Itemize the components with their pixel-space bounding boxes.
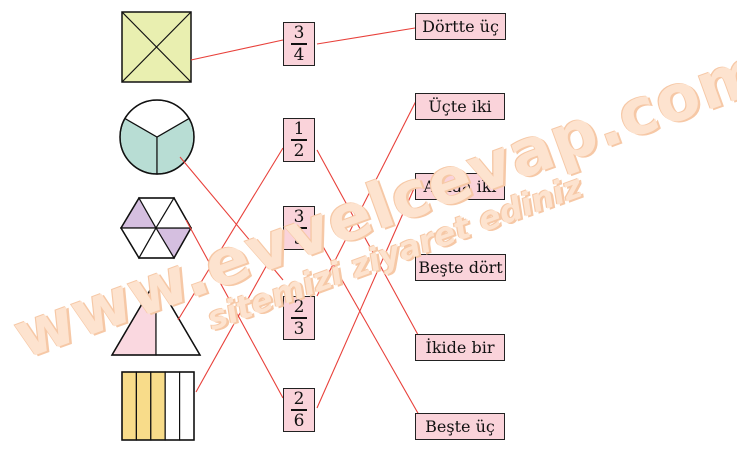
fraction-numerator: 3 xyxy=(293,207,305,228)
fraction-box-2-6: 2 6 xyxy=(283,388,315,432)
shape-rectangle-fifths xyxy=(121,371,195,441)
fraction-numerator: 2 xyxy=(293,389,305,410)
connector-3-5-to-beste-uc xyxy=(316,235,424,423)
connector-lines xyxy=(177,27,424,423)
fraction-box-3-4: 3 4 xyxy=(283,22,315,66)
shape-square-shaded xyxy=(121,11,192,83)
connector-triangle-to-1-2 xyxy=(177,147,284,321)
fraction-bar xyxy=(291,43,307,45)
fraction-box-3-5: 3 5 xyxy=(283,206,315,250)
fraction-denominator: 4 xyxy=(293,44,305,65)
connector-circle-to-2-3 xyxy=(179,156,284,281)
shape-triangle-halves xyxy=(110,277,202,356)
shape-hexagon-sixths xyxy=(119,196,193,260)
fraction-box-2-3: 2 3 xyxy=(283,296,315,340)
connector-rectangle-to-3-5 xyxy=(195,235,284,393)
word-box-ucte-iki: Üçte iki xyxy=(415,93,505,120)
fraction-bar xyxy=(291,227,307,229)
word-box-dortte-uc: Dörtte üç xyxy=(415,13,506,40)
connector-square-to-3-4 xyxy=(190,39,284,61)
fraction-denominator: 2 xyxy=(293,140,305,161)
fraction-box-1-2: 1 2 xyxy=(283,118,315,162)
connector-1-2-to-ikide-bir xyxy=(316,149,424,345)
word-box-ikide-bir: İkide bir xyxy=(415,334,505,361)
connector-2-3-to-ucte-iki xyxy=(316,100,417,297)
word-box-beste-uc: Beşte üç xyxy=(415,413,505,440)
connector-2-6-to-altida-iki xyxy=(316,183,417,409)
word-box-altida-iki: Altıda iki xyxy=(415,173,505,200)
fraction-bar xyxy=(291,317,307,319)
fraction-denominator: 5 xyxy=(293,228,305,249)
fraction-denominator: 6 xyxy=(293,410,305,431)
fraction-bar xyxy=(291,139,307,141)
fraction-numerator: 3 xyxy=(293,23,305,44)
connector-3-4-to-dortte-uc xyxy=(316,27,416,45)
fraction-denominator: 3 xyxy=(293,318,305,339)
fraction-numerator: 1 xyxy=(293,119,305,140)
fraction-numerator: 2 xyxy=(293,297,305,318)
fraction-bar xyxy=(291,409,307,411)
connector-hexagon-to-2-6 xyxy=(185,219,284,399)
word-box-beste-dort: Beşte dört xyxy=(415,254,506,281)
shape-circle-thirds xyxy=(119,99,195,175)
